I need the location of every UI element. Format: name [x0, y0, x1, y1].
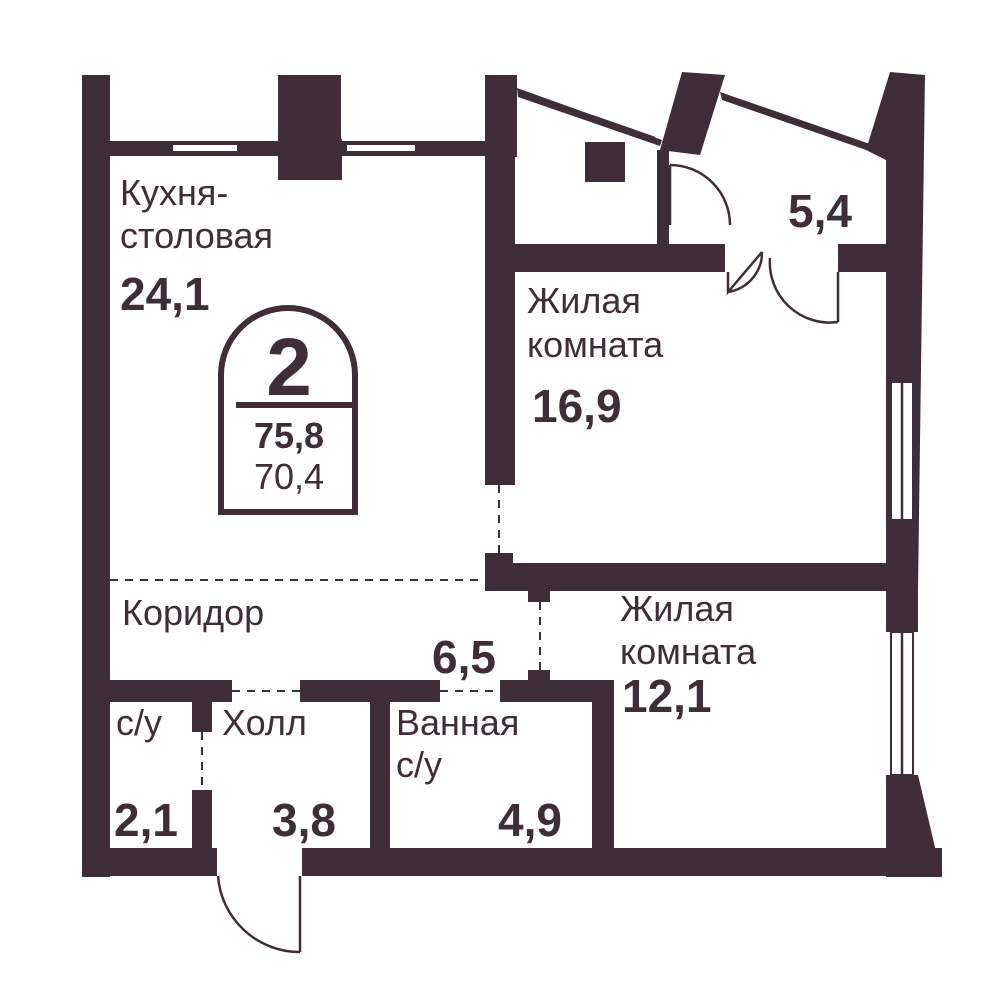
bedroom-a-label-1: Жилая [527, 280, 641, 321]
corridor-area: 6,5 [432, 631, 496, 683]
hall-area: 3,8 [272, 794, 336, 846]
windows [171, 110, 914, 776]
zone-lines [110, 485, 541, 790]
wc-area: 2,1 [114, 794, 178, 846]
kitchen-label-2: столовая [120, 215, 273, 256]
bedroom-b-area: 12,1 [622, 670, 712, 722]
kitchen-window-left [171, 143, 239, 153]
bathroom-label-2: с/у [396, 744, 442, 785]
bedroom-b-label-2: комната [620, 631, 757, 672]
loggia-door [668, 163, 732, 226]
bathroom-label-1: Ванная [396, 702, 519, 743]
room-hall: Холл 3,8 [222, 702, 336, 846]
room-balcony: 5,4 [788, 185, 852, 237]
room-bedroom-a: Жилая комната 16,9 [527, 280, 664, 432]
total-area: 75,8 [254, 415, 324, 456]
room-kitchen: Кухня- столовая 24,1 [120, 172, 273, 320]
hall-label: Холл [222, 702, 307, 743]
room-wc: с/у 2,1 [114, 702, 178, 846]
kitchen-window-right [345, 143, 417, 153]
bedroom-a-label-2: комната [527, 324, 664, 365]
rooms-count: 2 [266, 322, 312, 413]
bedroom-a-area: 16,9 [532, 380, 622, 432]
kitchen-label-1: Кухня- [120, 172, 228, 213]
room-corridor: Коридор 6,5 [122, 592, 496, 683]
apartment-badge: 2 75,8 70,4 [218, 305, 358, 515]
doors [216, 163, 840, 954]
bathroom-area: 4,9 [498, 794, 562, 846]
wc-label: с/у [116, 702, 162, 743]
room-bathroom: Ванная с/у 4,9 [396, 702, 562, 846]
balcony-area: 5,4 [788, 185, 852, 237]
entrance-door [216, 875, 302, 954]
kitchen-area: 24,1 [120, 268, 210, 320]
living-area: 70,4 [254, 456, 324, 497]
bedroom-b-label-1: Жилая [620, 588, 734, 629]
corridor-label: Коридор [122, 592, 264, 633]
bedroom-a-door [726, 251, 840, 324]
room-bedroom-b: Жилая комната 12,1 [620, 588, 757, 722]
walls [82, 72, 942, 877]
